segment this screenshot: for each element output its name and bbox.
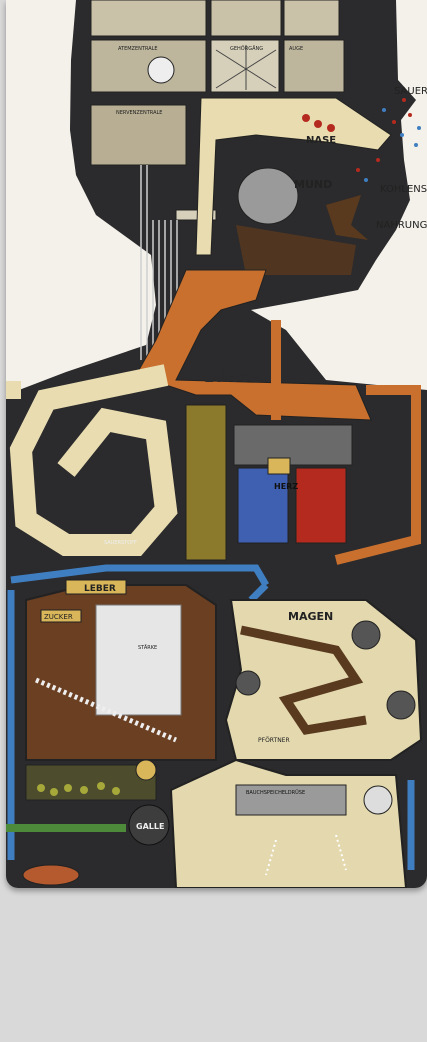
label-kohlens: KOHLENS xyxy=(380,184,427,195)
nose-channel xyxy=(195,97,392,256)
lung-loop xyxy=(9,364,178,556)
aorta xyxy=(271,320,421,565)
air-dots xyxy=(356,98,421,182)
label-leber: LEBER xyxy=(84,584,116,594)
poster-image: LUNGE HERZ LEBER MAGEN GALLE NASE MUND S… xyxy=(6,0,427,888)
label-bauchspeicheldruese: BAUCHSPEICHELDRÜSE xyxy=(246,789,305,796)
label-pfoertner: PFÖRTNER xyxy=(258,737,290,744)
main-pipe xyxy=(185,404,227,561)
brain-rooms xyxy=(90,0,345,221)
label-galle: GALLE xyxy=(136,822,164,831)
vein xyxy=(7,564,415,870)
gall-bladder xyxy=(128,804,170,846)
label-magen: MAGEN xyxy=(288,610,333,623)
label-atemzentrale: ATEMZENTRALE xyxy=(118,46,158,52)
label-gehoergang: GEHÖRGÄNG xyxy=(230,45,263,52)
label-herz: HERZ xyxy=(274,482,298,491)
heart-chamber-left xyxy=(237,467,289,544)
label-nase: NASE xyxy=(306,135,336,146)
label-mund: MUND xyxy=(294,178,332,191)
label-sauerstoff: SAUERSTOFF xyxy=(104,540,137,546)
label-sauer: SAUER xyxy=(394,86,427,97)
label-nervenzentrale: NERVENZENTRALE xyxy=(116,110,162,116)
heart-chamber-right xyxy=(295,467,347,544)
label-lunge: LUNGE xyxy=(204,368,260,386)
intestine xyxy=(169,758,408,888)
label-zucker: ZUCKER xyxy=(44,613,73,621)
label-auge: AUGE xyxy=(289,46,303,52)
label-nahrung: NAHRUNG xyxy=(376,220,427,231)
label-staerke: STÄRKE xyxy=(138,644,157,651)
human-factory-illustration: LUNGE HERZ LEBER MAGEN GALLE NASE MUND S… xyxy=(6,0,427,888)
